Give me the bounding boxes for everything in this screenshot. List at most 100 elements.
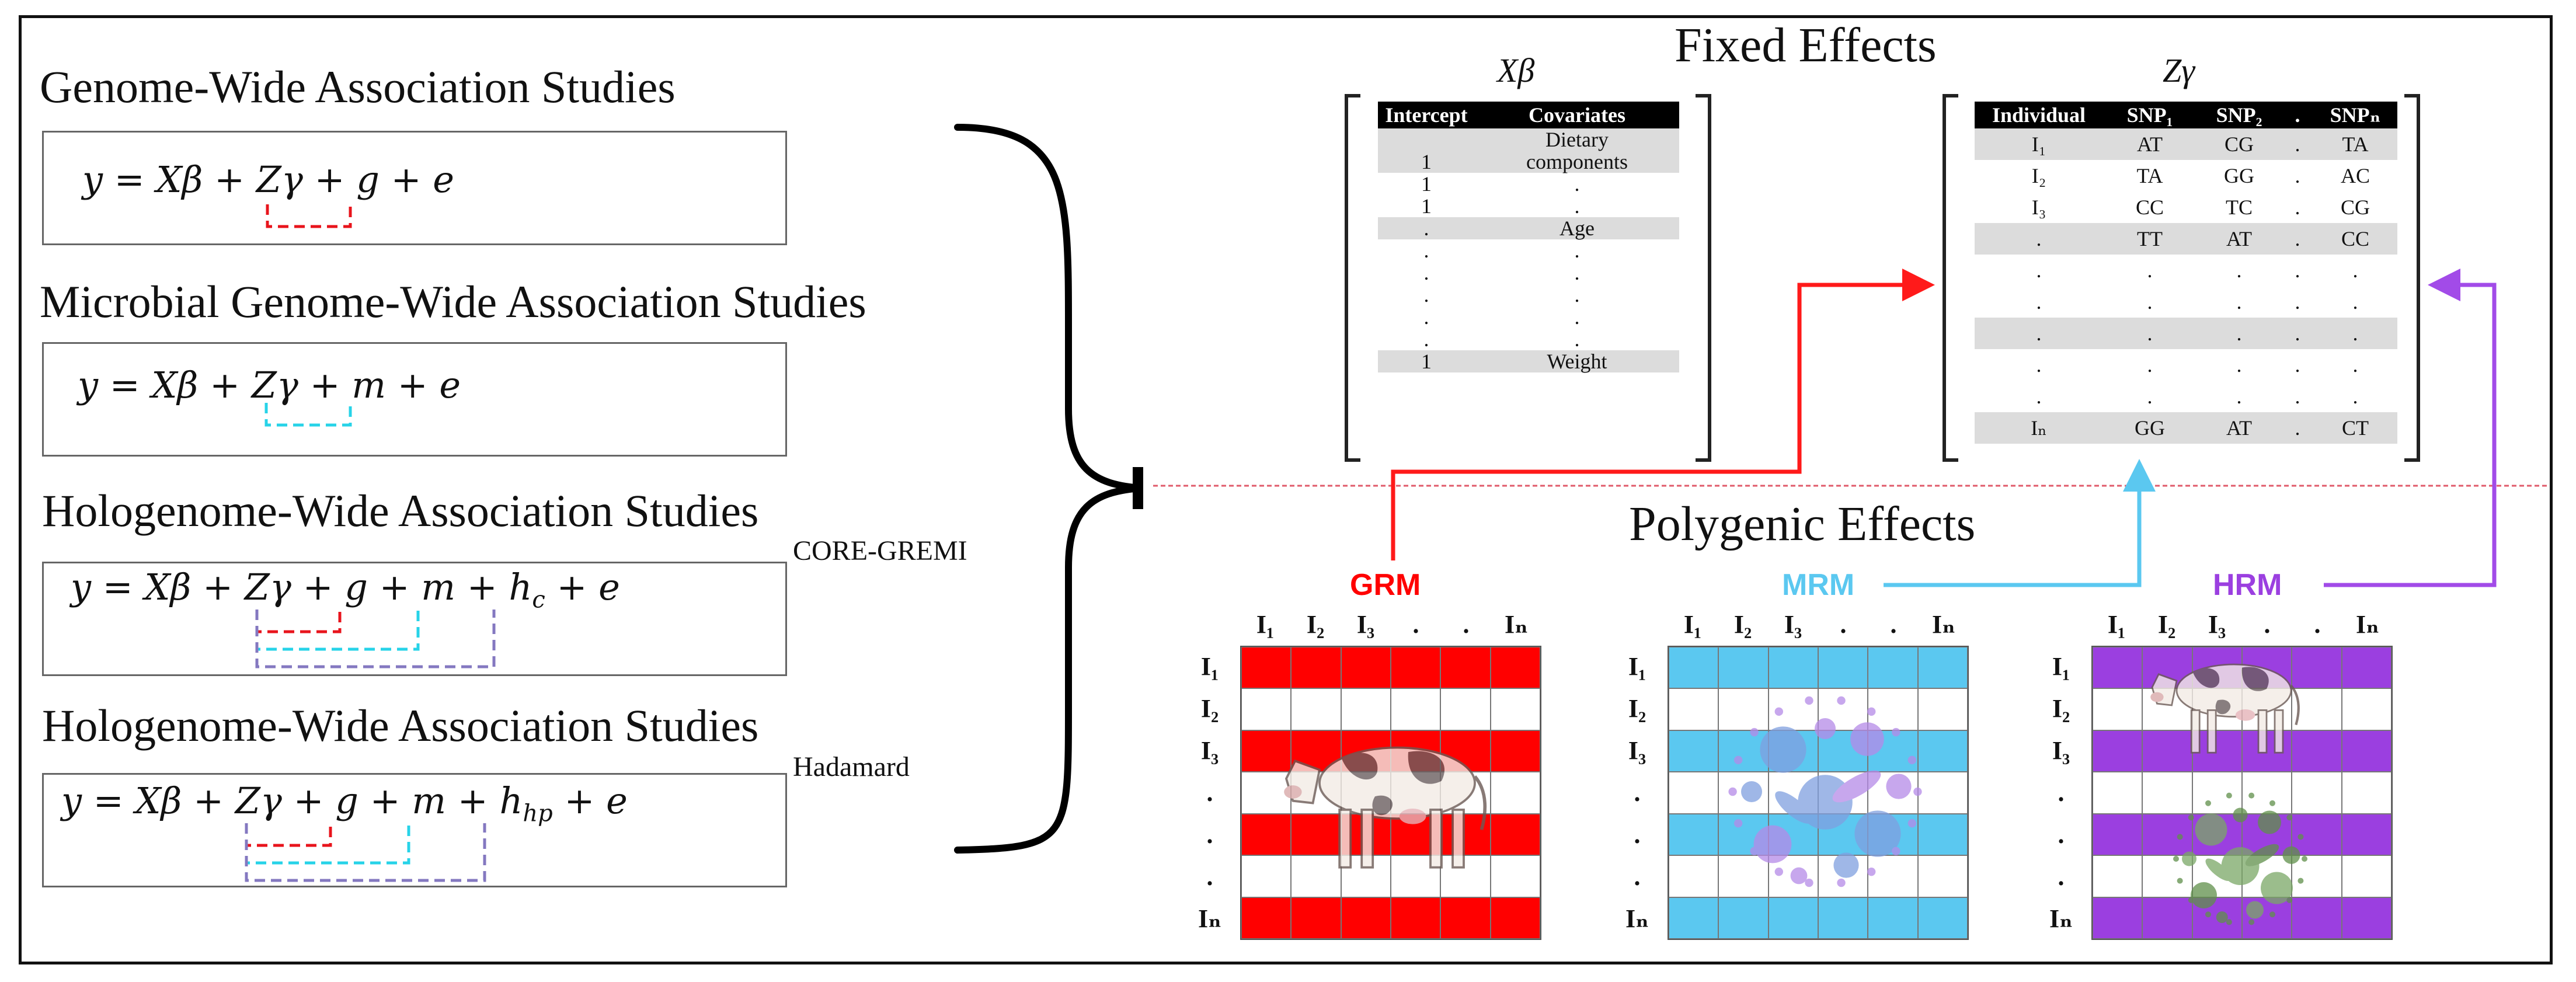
- xbeta-row: Dietary: [1378, 128, 1679, 151]
- matrix-cell: [1669, 855, 1719, 897]
- zgamma-cell: .: [2295, 259, 2300, 282]
- xbeta-cell: 1: [1421, 194, 1432, 218]
- xbeta-row: ..: [1378, 284, 1679, 306]
- zgamma-label: Zγ: [2163, 51, 2195, 89]
- cow-illustration: [2150, 663, 2300, 754]
- matrix-cell: [1490, 688, 1540, 730]
- zgamma-cell: .: [2282, 318, 2313, 349]
- matrix-cell: [1669, 730, 1719, 772]
- zgamma-cell: .: [2036, 385, 2042, 408]
- matrix-cell: [2341, 730, 2391, 772]
- zgamma-row: .....: [1975, 286, 2397, 318]
- hadamard-purple-connector: [245, 823, 486, 882]
- xbeta-row: .Age: [1378, 217, 1679, 239]
- zgamma-cell: TT: [2103, 223, 2196, 255]
- matrix-cell: [1391, 688, 1441, 730]
- matrix-cell: [1768, 897, 1818, 939]
- matrix-cell: [2142, 897, 2192, 939]
- matrix-cell: [1669, 647, 1719, 689]
- xbeta-cell: Age: [1475, 217, 1679, 239]
- zgamma-cell: AT: [2103, 128, 2196, 160]
- mrm-label: MRM: [1782, 568, 1855, 602]
- zgamma-cell: AT: [2196, 412, 2282, 444]
- xbeta-cell: .: [1423, 239, 1429, 262]
- hwas-hadamard-title: Hologenome-Wide Association Studies: [42, 700, 759, 751]
- zgamma-cell: CT: [2313, 412, 2397, 444]
- zgamma-cell: .: [2352, 385, 2358, 408]
- matrix-cell: [1718, 730, 1769, 772]
- matrix-cell: [2142, 855, 2192, 897]
- zgamma-cell: .: [2352, 259, 2358, 282]
- zgamma-cell: GG: [2103, 412, 2196, 444]
- hwas-core-title: Hologenome-Wide Association Studies: [42, 485, 759, 536]
- matrix-cell: [2292, 647, 2342, 689]
- zgamma-cell: .: [2036, 353, 2042, 377]
- hwas-core-equation-box: y = Xβ + Zγ + g + m + hc + e: [42, 562, 787, 676]
- matrix-row-header: .: [1634, 778, 1641, 807]
- zgamma-cell: .: [2352, 290, 2358, 314]
- polygenic-effects-title: Polygenic Effects: [1629, 497, 1976, 551]
- matrix-cell: [1490, 897, 1540, 939]
- matrix-cell: [1490, 772, 1540, 814]
- matrix-cell: [2093, 855, 2143, 897]
- zgamma-cell: CG: [2340, 196, 2370, 219]
- zgamma-right-bracket: [2404, 94, 2420, 462]
- matrix-cell: [1291, 688, 1341, 730]
- matrix-cell: [2093, 897, 2143, 939]
- xbeta-left-bracket: [1345, 94, 1360, 462]
- matrix-cell: [1490, 813, 1540, 856]
- zgamma-cell: .: [2147, 353, 2153, 377]
- matrix-col-header: .: [1463, 610, 1470, 639]
- matrix-row-header: .: [1206, 778, 1213, 807]
- matrix-row-header: I₃: [1628, 736, 1646, 765]
- grm-matrix-grid: [1240, 646, 1541, 940]
- hwas-core-equation: y = Xβ + Zγ + g + m + hc + e: [71, 566, 620, 614]
- matrix-col-header: Iₙ: [1505, 610, 1528, 639]
- hrm-arrow: [2324, 269, 2497, 587]
- zgamma-header-cell: Individual: [1975, 102, 2103, 128]
- matrix-row-header: .: [1206, 820, 1213, 849]
- hrm-label: HRM: [2213, 568, 2282, 602]
- zgamma-left-bracket: [1943, 94, 1958, 462]
- matrix-cell: [1768, 647, 1818, 689]
- zgamma-cell: CG: [2196, 128, 2282, 160]
- core-cyan-connector: [255, 610, 420, 651]
- mgwas-equation: y = Xβ + Zγ + m + e: [78, 364, 461, 406]
- matrix-row-header: .: [1634, 820, 1641, 849]
- xbeta-right-bracket: [1696, 94, 1711, 462]
- zgamma-cell: .: [1975, 318, 2103, 349]
- matrix-col-header: .: [2264, 610, 2271, 639]
- matrix-row-header: .: [2058, 862, 2065, 891]
- zgamma-cell: .: [2295, 353, 2300, 377]
- matrix-cell: [1291, 897, 1341, 939]
- matrix-col-header: I₂: [1306, 610, 1325, 639]
- matrix-cell: [1241, 772, 1292, 814]
- xbeta-cell: .: [1574, 305, 1580, 329]
- zgamma-row: .....: [1975, 381, 2397, 412]
- zgamma-cell: TA: [2136, 164, 2163, 187]
- zgamma-cell: GG: [2224, 164, 2254, 187]
- xbeta-cell: .: [1423, 283, 1429, 307]
- figure-frame: [19, 15, 2553, 964]
- matrix-cell: [1341, 897, 1391, 939]
- matrix-cell: [1391, 647, 1441, 689]
- xbeta-row: ..: [1378, 262, 1679, 284]
- xbeta-cell: .: [1574, 239, 1580, 262]
- matrix-cell: [2093, 730, 2143, 772]
- matrix-cell: [1440, 688, 1491, 730]
- xbeta-header-cell: Covariates: [1475, 102, 1679, 128]
- zgamma-cell: .: [2196, 318, 2282, 349]
- zgamma-cell: CC: [2313, 223, 2397, 255]
- zgamma-cell: I₁: [1975, 128, 2103, 160]
- mgwas-title: Microbial Genome-Wide Association Studie…: [40, 276, 866, 327]
- zgamma-cell: .: [2147, 290, 2153, 314]
- matrix-cell: [1818, 647, 1868, 689]
- mgwas-equation-box: y = Xβ + Zγ + m + e: [42, 342, 787, 457]
- cow-illustration: [1284, 746, 1487, 869]
